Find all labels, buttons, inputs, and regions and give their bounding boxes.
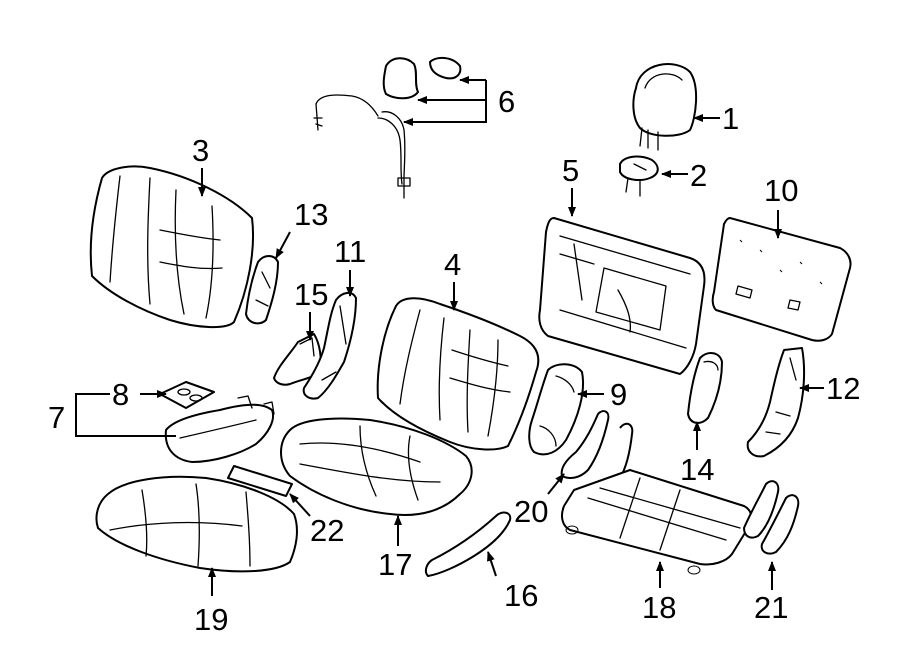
callout-17: 17 [378,547,412,582]
part-8-cup-holder[interactable] [159,381,215,409]
part-10-seatback-panel[interactable] [711,217,852,342]
part-11-recliner-cover[interactable] [302,292,357,400]
callout-22: 22 [310,513,344,548]
part-20-trim-rail[interactable] [560,410,610,479]
callout-18: 18 [642,590,676,625]
callout-3: 3 [192,133,209,168]
callout-12: 12 [826,371,860,406]
callout-6: 6 [498,84,515,119]
callout-5: 5 [562,153,579,188]
callout-2: 2 [690,158,707,193]
callout-19: 19 [194,602,228,637]
callout-9: 9 [610,377,627,412]
callout-7: 7 [48,400,65,435]
callout-20: 20 [514,494,548,529]
callout-14: 14 [680,452,714,487]
part-1-headrest[interactable] [632,63,697,151]
part-21-side-rail[interactable] [743,480,800,555]
part-14-armrest[interactable] [687,352,723,424]
callout-16: 16 [504,578,538,613]
callout-11: 11 [334,234,366,269]
part-19-seat-cushion-pad[interactable] [95,475,298,573]
callout-15: 15 [294,277,328,312]
part-6-hinge-assembly[interactable] [313,56,462,199]
part-3-seatback-cover[interactable] [89,165,255,329]
part-22-trim-strip[interactable] [227,465,293,497]
part-2-headrest-guide[interactable] [619,155,659,197]
part-17-seat-cushion-cover[interactable] [280,417,473,516]
part-5-seatback-frame[interactable] [538,217,706,375]
callout-10: 10 [764,173,798,208]
callout-4: 4 [444,247,461,282]
callout-labels: 1 2 3 4 5 6 7 8 9 10 11 12 13 14 15 16 1… [48,84,860,637]
part-12-hinge-bracket[interactable] [746,347,806,458]
callout-arrows [75,76,824,596]
callout-13: 13 [294,197,328,232]
part-18-seat-frame[interactable] [561,422,753,575]
part-9-armrest-cover[interactable] [528,363,584,456]
part-7-armrest-assembly[interactable] [164,395,275,463]
callout-21: 21 [754,590,788,625]
part-13-side-trim[interactable] [245,255,279,325]
callout-1: 1 [722,101,739,136]
callout-8: 8 [112,377,129,412]
part-16-trim-panel[interactable] [424,511,512,577]
